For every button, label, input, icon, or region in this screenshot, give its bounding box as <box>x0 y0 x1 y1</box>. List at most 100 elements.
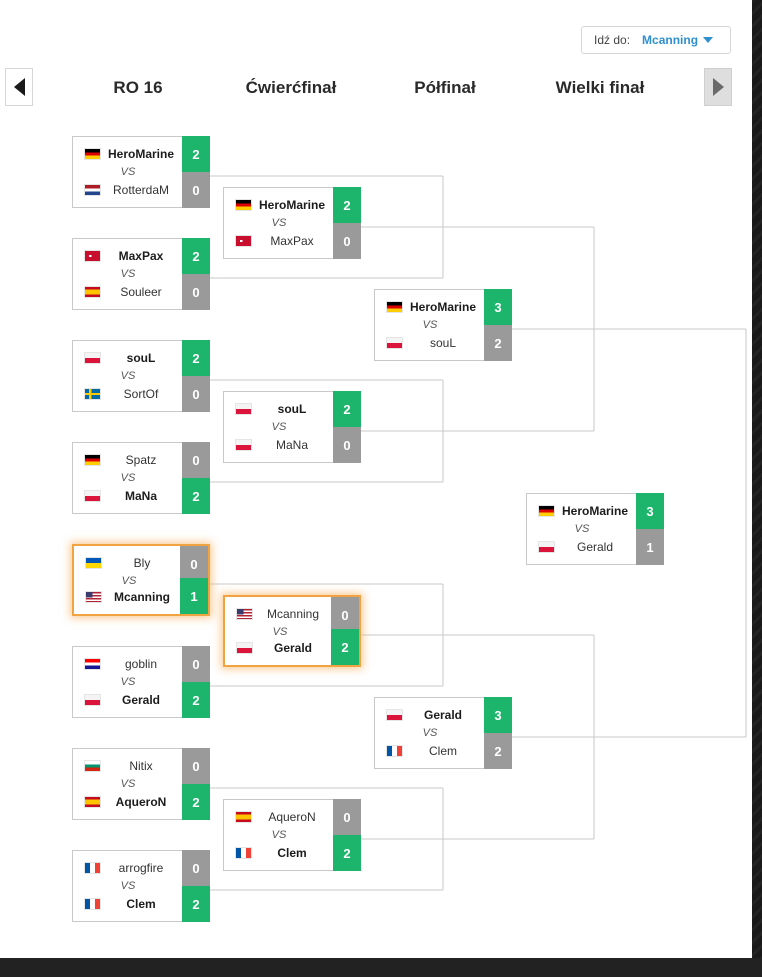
round-tab-quarterfinal[interactable]: Ćwierćfinał <box>245 78 337 97</box>
vs-label: VS <box>120 166 136 178</box>
vs-label: VS <box>121 575 137 587</box>
chevron-down-icon[interactable] <box>703 37 714 43</box>
player-name[interactable]: Gerald <box>273 641 312 655</box>
player-name[interactable]: Gerald <box>576 540 614 554</box>
player-name[interactable]: RotterdaM <box>112 183 170 197</box>
player-name[interactable]: Souleer <box>120 285 162 299</box>
goto-selected-player[interactable]: Mcanning <box>642 33 699 47</box>
player-row[interactable]: Spatz <box>73 447 183 473</box>
player-row[interactable]: Clem <box>224 840 334 866</box>
player-name[interactable]: HeroMarine <box>409 300 477 314</box>
goto-player-select[interactable]: Idź do: Mcanning <box>581 26 731 54</box>
score-badge: 2 <box>331 629 359 665</box>
player-row[interactable]: souL <box>73 345 183 371</box>
player-row[interactable]: goblin <box>73 651 183 677</box>
player-row[interactable]: Gerald <box>73 687 183 713</box>
player-row[interactable]: Nitix <box>73 753 183 779</box>
player-row[interactable]: MaNa <box>73 483 183 509</box>
player-name[interactable]: HeroMarine <box>107 147 175 161</box>
player-name[interactable]: AqueroN <box>268 810 316 824</box>
player-name[interactable]: AqueroN <box>115 795 167 809</box>
player-row[interactable]: Mcanning <box>225 601 335 627</box>
player-row[interactable]: Gerald <box>375 702 485 728</box>
player-name[interactable]: Gerald <box>423 708 462 722</box>
score-badge: 2 <box>182 682 210 718</box>
player-name[interactable]: Mcanning <box>114 590 170 604</box>
player-name[interactable]: goblin <box>124 657 158 671</box>
player-name[interactable]: HeroMarine <box>258 198 326 212</box>
arrow-right-icon[interactable] <box>712 78 724 96</box>
flag-pl-icon <box>85 491 100 501</box>
player-name[interactable]: Clem <box>126 897 156 911</box>
vs-label: VS <box>120 778 136 790</box>
player-row[interactable]: souL <box>375 330 485 356</box>
score-badge: 2 <box>182 478 210 514</box>
player-name[interactable]: Nitix <box>129 759 153 773</box>
player-row[interactable]: souL <box>224 396 334 422</box>
player-row[interactable]: RotterdaM <box>73 177 183 203</box>
player-row[interactable]: AqueroN <box>73 789 183 815</box>
round-tab-grand-final[interactable]: Wielki finał <box>555 78 645 97</box>
player-row[interactable]: Clem <box>73 891 183 917</box>
prev-round-button[interactable] <box>5 68 33 106</box>
player-row[interactable]: AqueroN <box>224 804 334 830</box>
player-name[interactable]: MaxPax <box>270 234 314 248</box>
player-name[interactable]: Clem <box>428 744 457 758</box>
arrow-left-icon[interactable] <box>13 78 25 96</box>
flag-se-icon <box>85 389 100 399</box>
player-name[interactable]: Gerald <box>121 693 160 707</box>
player-row[interactable]: HeroMarine <box>73 141 183 167</box>
player-name[interactable]: souL <box>429 336 457 350</box>
bottom-bar <box>0 958 762 977</box>
score-badge: 0 <box>182 646 210 682</box>
round-tab-semifinal[interactable]: Półfinał <box>414 78 476 97</box>
player-name[interactable]: souL <box>126 351 156 365</box>
player-name[interactable]: MaNa <box>275 438 308 452</box>
player-row[interactable]: Bly <box>74 550 184 576</box>
player-row[interactable]: MaxPax <box>73 243 183 269</box>
player-name[interactable]: Spatz <box>125 453 157 467</box>
player-row[interactable]: SortOf <box>73 381 183 407</box>
player-name[interactable]: MaNa <box>124 489 157 503</box>
player-name[interactable]: Mcanning <box>266 607 320 621</box>
player-row[interactable]: Mcanning <box>74 584 184 610</box>
player-row[interactable]: Souleer <box>73 279 183 305</box>
player-row[interactable]: Gerald <box>225 635 335 661</box>
player-row[interactable]: HeroMarine <box>527 498 637 524</box>
player-row[interactable]: HeroMarine <box>375 294 485 320</box>
player-name[interactable]: SortOf <box>123 387 159 401</box>
next-round-button[interactable] <box>704 68 732 106</box>
player-name[interactable]: MaxPax <box>118 249 164 263</box>
player-name[interactable]: arrogfire <box>118 861 164 875</box>
player-name[interactable]: Bly <box>133 556 151 570</box>
player-row[interactable]: MaNa <box>224 432 334 458</box>
player-row[interactable]: HeroMarine <box>224 192 334 218</box>
flag-pl-icon <box>387 710 402 720</box>
player-row[interactable]: arrogfire <box>73 855 183 881</box>
player-row[interactable]: Gerald <box>527 534 637 560</box>
player-row[interactable]: MaxPax <box>224 228 334 254</box>
player-name[interactable]: souL <box>277 402 307 416</box>
flag-nl-icon <box>85 185 100 195</box>
player-name[interactable]: Clem <box>277 846 307 860</box>
player-name[interactable]: HeroMarine <box>561 504 629 518</box>
round-tab-ro16[interactable]: RO 16 <box>113 78 163 97</box>
flag-bg-icon <box>85 761 100 771</box>
player-row[interactable]: Clem <box>375 738 485 764</box>
score-badge: 2 <box>333 391 361 427</box>
